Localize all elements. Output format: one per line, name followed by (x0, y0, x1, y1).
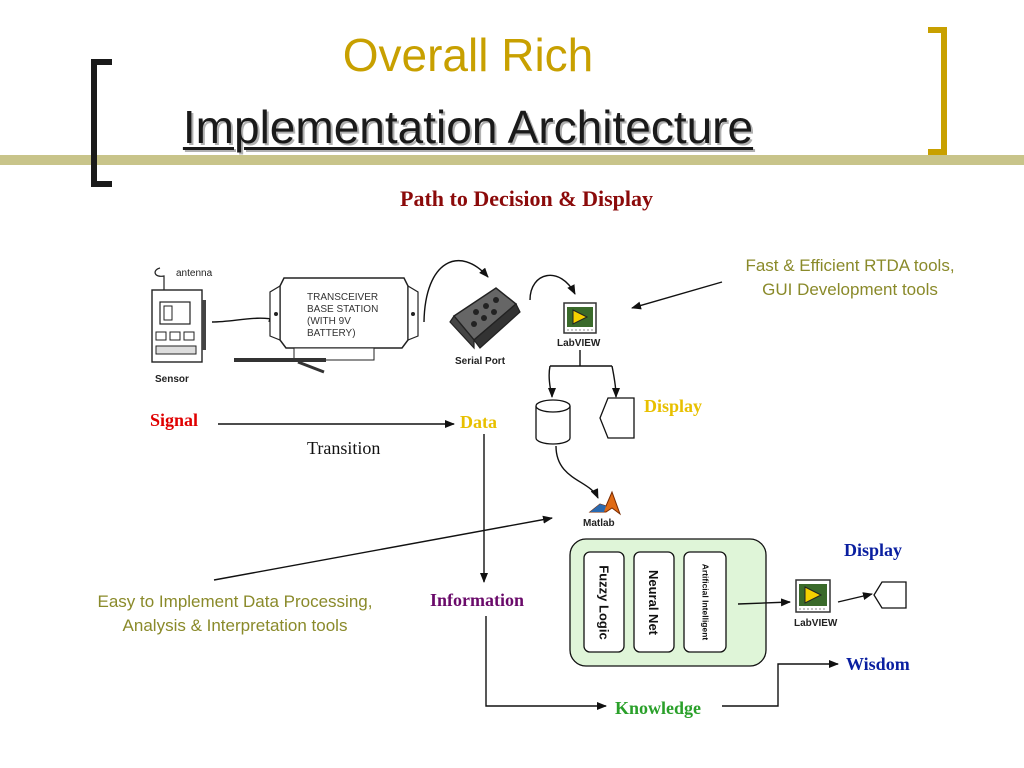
ai-box-artificial (683, 551, 727, 653)
database-icon (535, 399, 571, 445)
fuzzy-logic-label: Fuzzy Logic (596, 564, 612, 640)
title-line-1: Overall Rich (342, 29, 594, 81)
information-label: Information (430, 590, 524, 610)
arrow-labview-display (837, 592, 873, 603)
transceiver-icon (234, 277, 419, 374)
data-label: Data (460, 412, 497, 432)
arrow-knowledge-wisdom (722, 660, 839, 707)
fuzzy-logic-block: Fuzzy Logic (584, 552, 624, 652)
artificial-intelligent-label: Artificial Intelligent (700, 563, 711, 641)
display-top-label: Display (644, 396, 703, 416)
matlab-label: Matlab (583, 518, 615, 529)
labview-top-label: LabVIEW (557, 338, 601, 349)
rtda-note-line-1: Fast & Efficient RTDA tools, (745, 256, 955, 275)
title-decoration (0, 27, 1024, 187)
display-shape-top (599, 397, 635, 439)
processing-note: Easy to Implement Data Processing, Analy… (60, 590, 410, 638)
arrow-serial-labview (529, 274, 576, 301)
rtda-note-line-2: GUI Development tools (762, 280, 938, 299)
artificial-intelligent-block: Artificial Intelligent (684, 552, 726, 652)
sensor-icon (151, 267, 206, 363)
serial-port-icon (449, 287, 521, 350)
display-shape-right (873, 581, 907, 609)
arrow-ai-labview (737, 598, 791, 607)
ai-box-neural (633, 551, 675, 653)
wisdom-label: Wisdom (846, 654, 910, 674)
labview-bottom-label: LabVIEW (794, 618, 838, 629)
knowledge-label: Knowledge (615, 698, 702, 718)
arrow-db-matlab (555, 445, 599, 499)
labview-icon (795, 579, 831, 613)
left-bracket (91, 59, 112, 187)
matlab-icon (588, 490, 622, 516)
labview-icon (563, 302, 597, 334)
rtda-note: Fast & Efficient RTDA tools, GUI Develop… (712, 254, 988, 302)
title-line-2: Implementation Architecture (182, 101, 754, 153)
arrow-rtda-labview (631, 281, 723, 310)
transceiver-label: TRANSCEIVER BASE STATION (WITH 9V BATTER… (307, 292, 379, 339)
arrow-information-knowledge (485, 616, 607, 710)
processing-note-line-1: Easy to Implement Data Processing, (97, 592, 373, 611)
signal-label: Signal (150, 410, 199, 430)
serial-port-label: Serial Port (455, 356, 506, 367)
right-bracket (928, 27, 947, 155)
ai-box-fuzzy (583, 551, 625, 653)
neural-net-block: Neural Net (634, 552, 674, 652)
display-right-label: Display (844, 540, 903, 560)
neural-net-label: Neural Net (646, 569, 662, 635)
antenna-label: antenna (176, 268, 213, 279)
sensor-label: Sensor (155, 374, 189, 385)
labview-fork (548, 350, 617, 397)
arrow-processing-matlab (213, 515, 553, 581)
subtitle: Path to Decision & Display (400, 186, 653, 211)
arrow-transceiver-serial (423, 259, 489, 323)
transition-label: Transition (307, 438, 381, 458)
processing-note-line-2: Analysis & Interpretation tools (122, 616, 348, 635)
